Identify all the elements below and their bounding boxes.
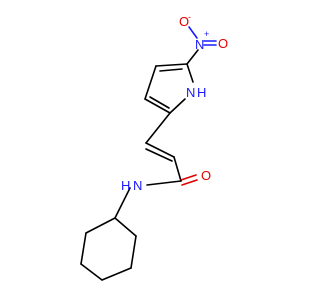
bond-chex-2: [130, 235, 137, 269]
bond-chex-1: [114, 217, 137, 237]
bond-ring-vinyl: [145, 112, 171, 144]
atom-amide-o: O: [201, 168, 211, 183]
atom-nitro-n-charge: +: [204, 29, 209, 39]
bond-ring-3: [144, 98, 171, 114]
atom-amide-n: N: [133, 178, 142, 193]
bond-n-cyclohexyl: [114, 187, 131, 219]
atom-nitro-n: N: [195, 37, 204, 52]
bond-ring-1: [155, 63, 188, 67]
bond-c-o-a: [180, 174, 197, 181]
bond-ring-5: [186, 63, 194, 83]
bond-carbonyl-n: [146, 180, 182, 186]
bond-vinyl-double-b: [145, 148, 173, 162]
bond-chex-4: [80, 263, 103, 281]
bond-nitro-ring: [186, 49, 199, 65]
atom-nitro-o-top: O: [179, 14, 189, 29]
atom-nitro-o-right: O: [218, 36, 228, 51]
bond-ring-2: [144, 65, 157, 100]
bond-n-o-top: [188, 26, 198, 39]
bond-vinyl-double-a: [145, 142, 175, 158]
bond-chex-5: [80, 232, 87, 265]
bond-ring-3-double: [149, 96, 170, 109]
molecule-diagram: N + O - O N H O N H: [80, 12, 228, 281]
atom-amide-h: H: [121, 178, 130, 193]
atom-pyrrole-h: H: [197, 85, 206, 100]
atom-nitro-o-top-charge: -: [188, 12, 191, 22]
bond-c-o-b: [181, 179, 198, 186]
bond-chex-3: [101, 267, 132, 281]
bond-chex-6: [85, 217, 116, 234]
bond-vinyl-carbonyl: [173, 156, 182, 182]
bond-ring-1-double: [159, 68, 183, 72]
atom-pyrrole-n: N: [186, 85, 195, 100]
bond-ring-4: [169, 98, 186, 114]
